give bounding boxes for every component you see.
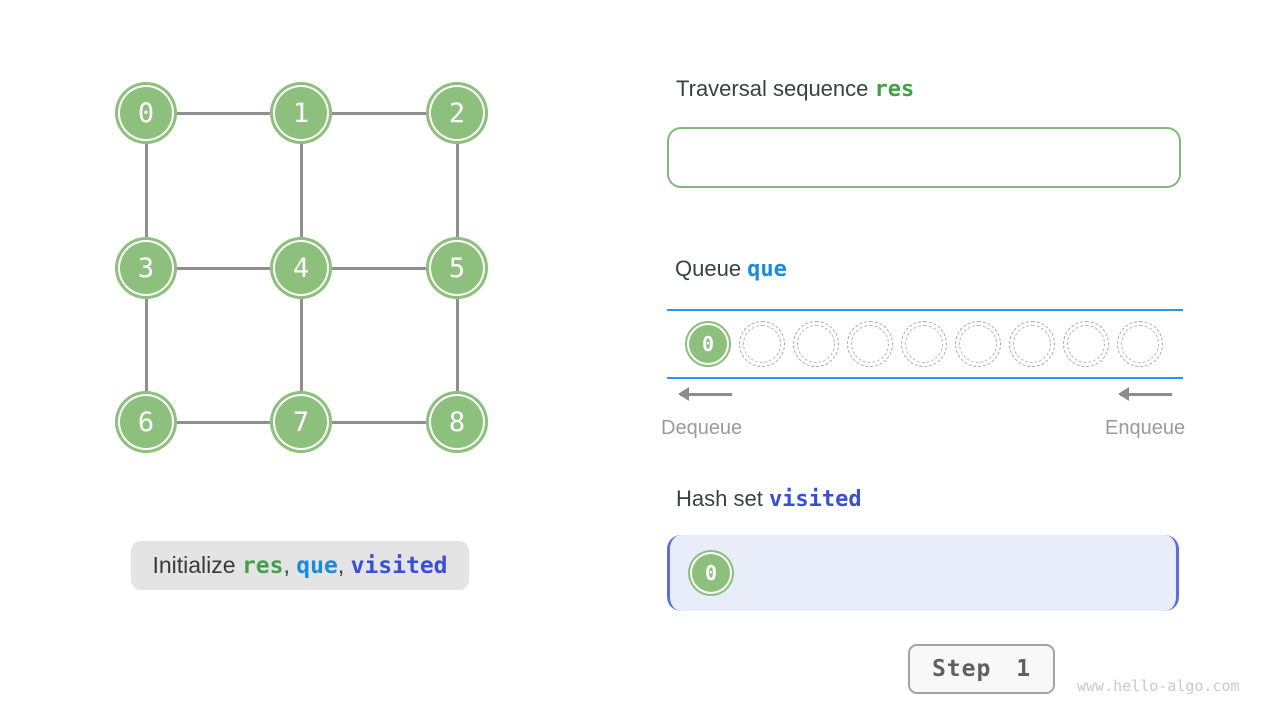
graph-edge [301, 266, 457, 270]
queue-var-name: que [747, 257, 787, 282]
queue-empty-slot [1063, 321, 1109, 367]
caption-separator: , [337, 552, 351, 578]
caption-var-res: res [241, 552, 284, 579]
queue-empty-slot [1117, 321, 1163, 367]
queue-empty-slot [793, 321, 839, 367]
queue-empty-slot [847, 321, 893, 367]
traversal-title-text: Traversal sequence [676, 76, 875, 101]
graph-node-8: 8 [426, 391, 488, 453]
step-button[interactable]: Step 1 [908, 644, 1055, 694]
graph-edge [455, 113, 459, 268]
caption-separator: , [283, 552, 297, 578]
graph-node-3: 3 [115, 237, 177, 299]
queue-empty-slot [739, 321, 785, 367]
graph-node-7: 7 [270, 391, 332, 453]
status-caption: Initialize res, que, visited [131, 541, 469, 590]
graph: 0 1 2 3 4 5 6 7 8 [0, 0, 560, 520]
graph-edge [299, 268, 303, 422]
traversal-var-name: res [874, 77, 915, 102]
queue-item: 0 [685, 321, 731, 367]
watermark-text: www.hello-algo.com [1077, 677, 1240, 695]
graph-edge [299, 113, 303, 268]
queue-slots: 0 [667, 309, 1183, 379]
queue-title-text: Queue [675, 256, 748, 281]
dequeue-arrow-icon [678, 387, 732, 401]
traversal-sequence-box [667, 127, 1181, 188]
hashset-section-title: Hash set visited [676, 486, 862, 512]
graph-edge [301, 111, 457, 115]
queue-section-title: Queue que [675, 256, 787, 282]
queue-empty-slot [901, 321, 947, 367]
hashset-item: 0 [688, 550, 734, 596]
hashset-var-name: visited [768, 487, 862, 512]
queue-empty-slot [1009, 321, 1055, 367]
caption-var-visited: visited [350, 552, 448, 579]
graph-node-4: 4 [270, 237, 332, 299]
dequeue-label: Dequeue [661, 417, 743, 439]
graph-node-6: 6 [115, 391, 177, 453]
hashset-box: 0 [667, 535, 1179, 611]
enqueue-label: Enqueue [1105, 417, 1186, 439]
traversal-section-title: Traversal sequence res [676, 76, 914, 102]
graph-edge [455, 268, 459, 422]
graph-edge [146, 111, 301, 115]
caption-prefix: Initialize [152, 552, 242, 578]
queue-empty-slot [955, 321, 1001, 367]
enqueue-arrow-icon [1118, 387, 1172, 401]
graph-edge [301, 420, 457, 424]
hashset-title-text: Hash set [676, 486, 769, 511]
graph-node-1: 1 [270, 82, 332, 144]
graph-node-0: 0 [115, 82, 177, 144]
graph-edge [144, 113, 148, 268]
graph-node-5: 5 [426, 237, 488, 299]
graph-node-2: 2 [426, 82, 488, 144]
graph-edge [146, 420, 301, 424]
graph-edge [146, 266, 301, 270]
caption-var-que: que [296, 552, 338, 579]
graph-edge [144, 268, 148, 422]
